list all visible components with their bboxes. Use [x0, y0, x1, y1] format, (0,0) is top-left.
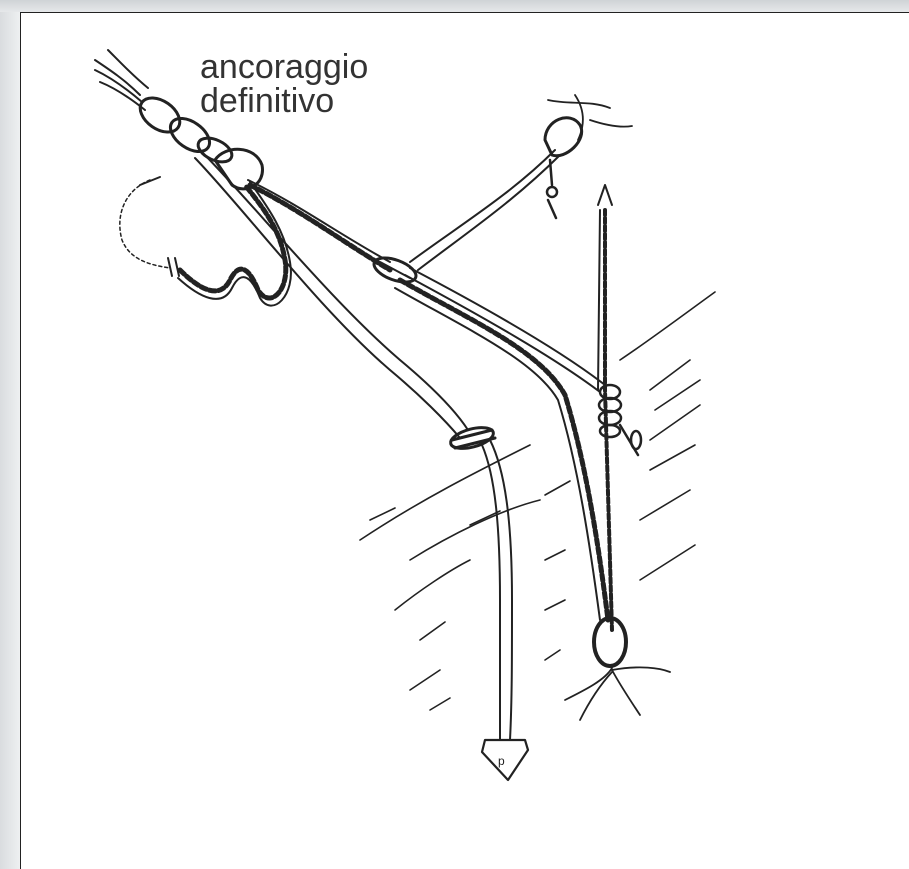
rope-center-to-right-knot: [410, 268, 605, 385]
anchor-rope-top-left: [95, 50, 148, 110]
left-rope-loop-twisted: [180, 185, 286, 298]
anchor-label: ancoraggio definitivo: [200, 50, 368, 118]
left-rope-loop-dashed: [120, 180, 170, 268]
label-line-1: ancoraggio: [200, 50, 368, 84]
pull-arrow: [482, 740, 528, 780]
right-anchor-ring: [547, 187, 557, 197]
rope-to-right-anchor: [410, 150, 555, 262]
lower-ring: [594, 618, 626, 666]
vertical-rope: [605, 210, 612, 630]
lower-bollard: [565, 667, 670, 720]
thin-rope-to-lower-knot: [200, 150, 468, 430]
pull-arrow-mark: p: [498, 754, 505, 768]
lower-knot: [448, 424, 495, 453]
up-arrow: [598, 185, 612, 205]
right-anchor-carabiner: [545, 118, 582, 156]
rock-face-hatching: [360, 292, 715, 710]
label-line-2: definitivo: [200, 84, 368, 118]
